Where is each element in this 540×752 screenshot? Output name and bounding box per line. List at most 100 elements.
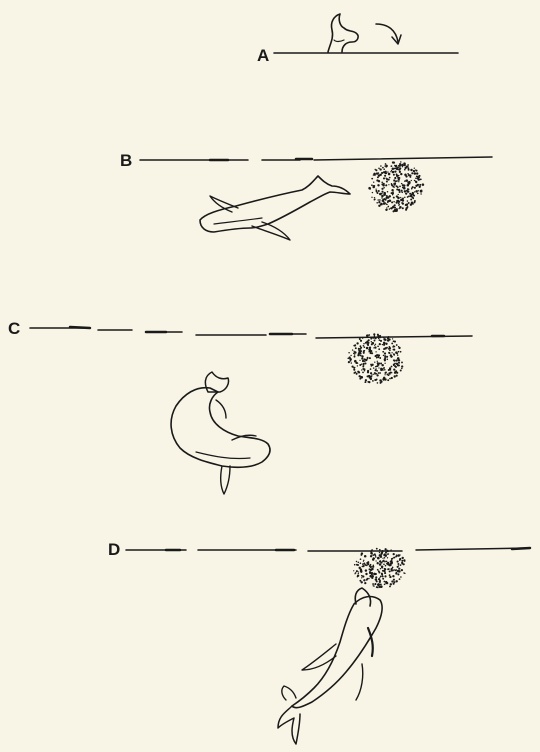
bubble-dot [377,382,379,384]
bubble-dot [397,561,399,563]
bubble-cloud-b [368,161,424,212]
bubble-dot [376,357,378,359]
bubble-dot [365,379,367,381]
bubble-dot [372,342,375,345]
bubble-dot [388,173,391,176]
bubble-dot [387,359,389,361]
bubble-dot [390,583,392,585]
bubble-dot [363,561,364,562]
water-surface-line-d [126,548,530,551]
bubble-dot [384,363,385,364]
bubble-dot [367,371,369,373]
bubble-dot [394,168,396,170]
bubble-dot [373,182,374,183]
bubble-dot [402,187,404,189]
bubble-dot [394,346,395,347]
bubble-dot [377,557,380,560]
bubble-dot [388,184,389,185]
bubble-dot [363,563,365,565]
bubble-dot [363,343,364,344]
bubble-dot [384,572,386,574]
bubble-dot [363,345,365,347]
bubble-dot [387,191,389,193]
bubble-dot [386,582,388,584]
bubble-dot [377,184,379,186]
bubble-dot [396,370,398,372]
bubble-dot [370,372,372,374]
bubble-dot [407,167,409,169]
bubble-dot [364,362,366,364]
bubble-dot [382,575,384,577]
surface-dash-b [210,159,312,160]
bubble-dot [383,168,385,170]
bubble-dot [389,367,391,369]
bubble-dot [386,343,387,344]
bubble-dot [360,376,363,379]
bubble-dot [410,199,412,201]
bubble-dot [386,203,388,205]
bubble-dot [369,568,371,570]
bubble-dot [379,561,381,563]
bubble-dot [391,201,393,203]
whale-body-b [200,176,350,232]
bubble-dot [358,371,360,373]
bubble-dot [372,364,373,365]
bubble-dot [374,197,376,199]
bubble-dot [360,562,362,564]
bubble-dot [385,163,387,165]
bubble-dot [374,362,375,363]
bubble-dot [373,585,374,586]
bubble-dot [395,569,397,571]
bubble-dot [396,572,398,574]
bubble-dot [389,349,391,351]
bubble-dot [398,362,400,364]
bubble-dot [406,179,408,181]
bubble-dot [396,359,398,361]
bubble-dot [379,552,381,554]
bubble-dot [386,181,388,183]
bubble-dot [379,372,381,374]
bubble-dot [375,344,376,345]
bubble-dot [366,334,369,337]
bubble-dot [382,200,384,202]
bubble-dot [404,167,406,169]
bubble-dot [389,564,391,566]
bubble-dot [393,353,395,355]
bubble-dot [371,549,372,550]
bubble-dot [396,554,398,556]
bubble-dot [376,374,378,376]
bubble-dot [381,172,383,174]
bubble-dot [378,190,380,192]
bubble-dot [383,367,384,368]
bubble-dot [381,573,383,575]
bubble-dot [401,183,402,184]
bubble-dot [403,162,406,165]
bubble-dot [369,357,371,359]
bubble-dot [354,564,356,566]
bubble-dot [358,567,360,569]
bubble-dot [373,367,374,368]
bubble-dot [370,555,372,557]
bubble-dot [365,342,367,344]
bubble-dot [356,561,357,562]
bubble-dot [358,562,360,564]
bubble-dot [360,570,362,572]
bubble-dot [402,557,404,559]
bubble-dot [361,363,362,364]
bubble-dot [380,165,382,167]
panel-b [140,157,492,240]
bubble-dot [362,575,364,577]
bubble-dot [377,345,379,347]
bubble-dot [374,553,376,555]
bubble-dot [398,565,399,566]
bubble-dot [420,190,422,192]
bubble-dot [380,203,383,206]
bubble-dot [392,171,395,174]
bubble-dot [386,207,387,208]
bubble-dot [398,202,400,204]
bubble-dot [385,199,387,201]
bubble-dot [399,167,401,169]
bubble-dot [422,183,425,186]
